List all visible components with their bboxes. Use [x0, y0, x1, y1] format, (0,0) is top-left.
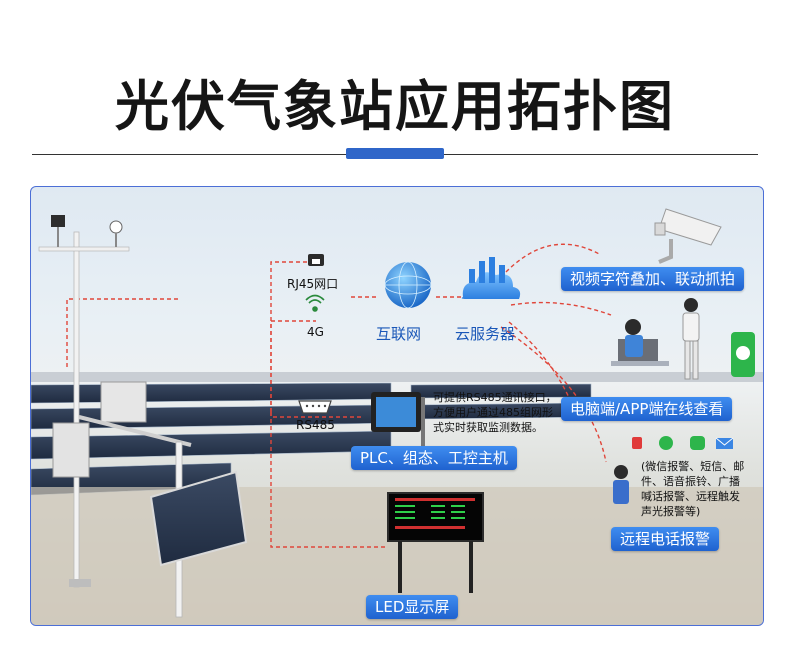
topology-panel: RJ45网口 4G RS485 互联网 云服务器 视频字符叠加、联动抓拍 电脑端…	[30, 186, 764, 626]
signal-4g-icon	[305, 294, 325, 312]
pc-app-badge: 电脑端/APP端在线查看	[561, 397, 733, 421]
alarm-icons	[632, 436, 734, 450]
plc-monitor-icon	[371, 392, 425, 447]
pc-user-icon	[611, 298, 700, 380]
rj45-label: RJ45网口	[287, 277, 339, 291]
led-display-icon	[387, 492, 484, 593]
plc-badge: PLC、组态、工控主机	[351, 446, 517, 470]
page-title: 光伏气象站应用拓扑图	[115, 75, 675, 138]
rs485-note-line: 式实时获取监测数据。	[433, 421, 543, 434]
video-overlay-badge: 视频字符叠加、联动抓拍	[561, 267, 745, 291]
alarm-note-line: 声光报警等)	[641, 505, 701, 518]
4g-label: 4G	[307, 325, 324, 339]
ethernet-port-icon	[308, 254, 324, 266]
cloud-server-icon	[461, 257, 521, 299]
rs485-label: RS485	[296, 418, 335, 432]
alarm-note-line: 件、语音振铃、广播	[641, 475, 740, 488]
weather-station	[38, 215, 248, 618]
alarm-note-line: (微信报警、短信、邮	[641, 460, 745, 473]
internet-globe-icon	[384, 261, 432, 309]
title-accent-bar	[346, 148, 444, 159]
alarm-note: (微信报警、短信、邮 件、语音振铃、广播 喊话报警、远程触发 声光报警等)	[641, 459, 744, 519]
phone-app-icon	[731, 332, 755, 377]
alarm-note-line: 喊话报警、远程触发	[641, 490, 740, 503]
camera-icon	[654, 208, 722, 264]
phone-user-icon	[613, 465, 629, 504]
topology-scene	[31, 208, 763, 625]
serial-port-icon	[298, 400, 332, 414]
led-display-badge: LED显示屏	[366, 595, 459, 619]
cloud-server-label: 云服务器	[455, 325, 516, 343]
rs485-note-line: 方便用户通过485组网形	[433, 406, 553, 419]
rs485-note-line: 可提供RS485通讯接口，	[433, 391, 557, 404]
internet-label: 互联网	[376, 325, 422, 343]
rs485-note: 可提供RS485通讯接口， 方便用户通过485组网形 式实时获取监测数据。	[433, 390, 557, 435]
phone-alarm-badge: 远程电话报警	[611, 527, 720, 551]
connection-lines	[66, 243, 612, 548]
